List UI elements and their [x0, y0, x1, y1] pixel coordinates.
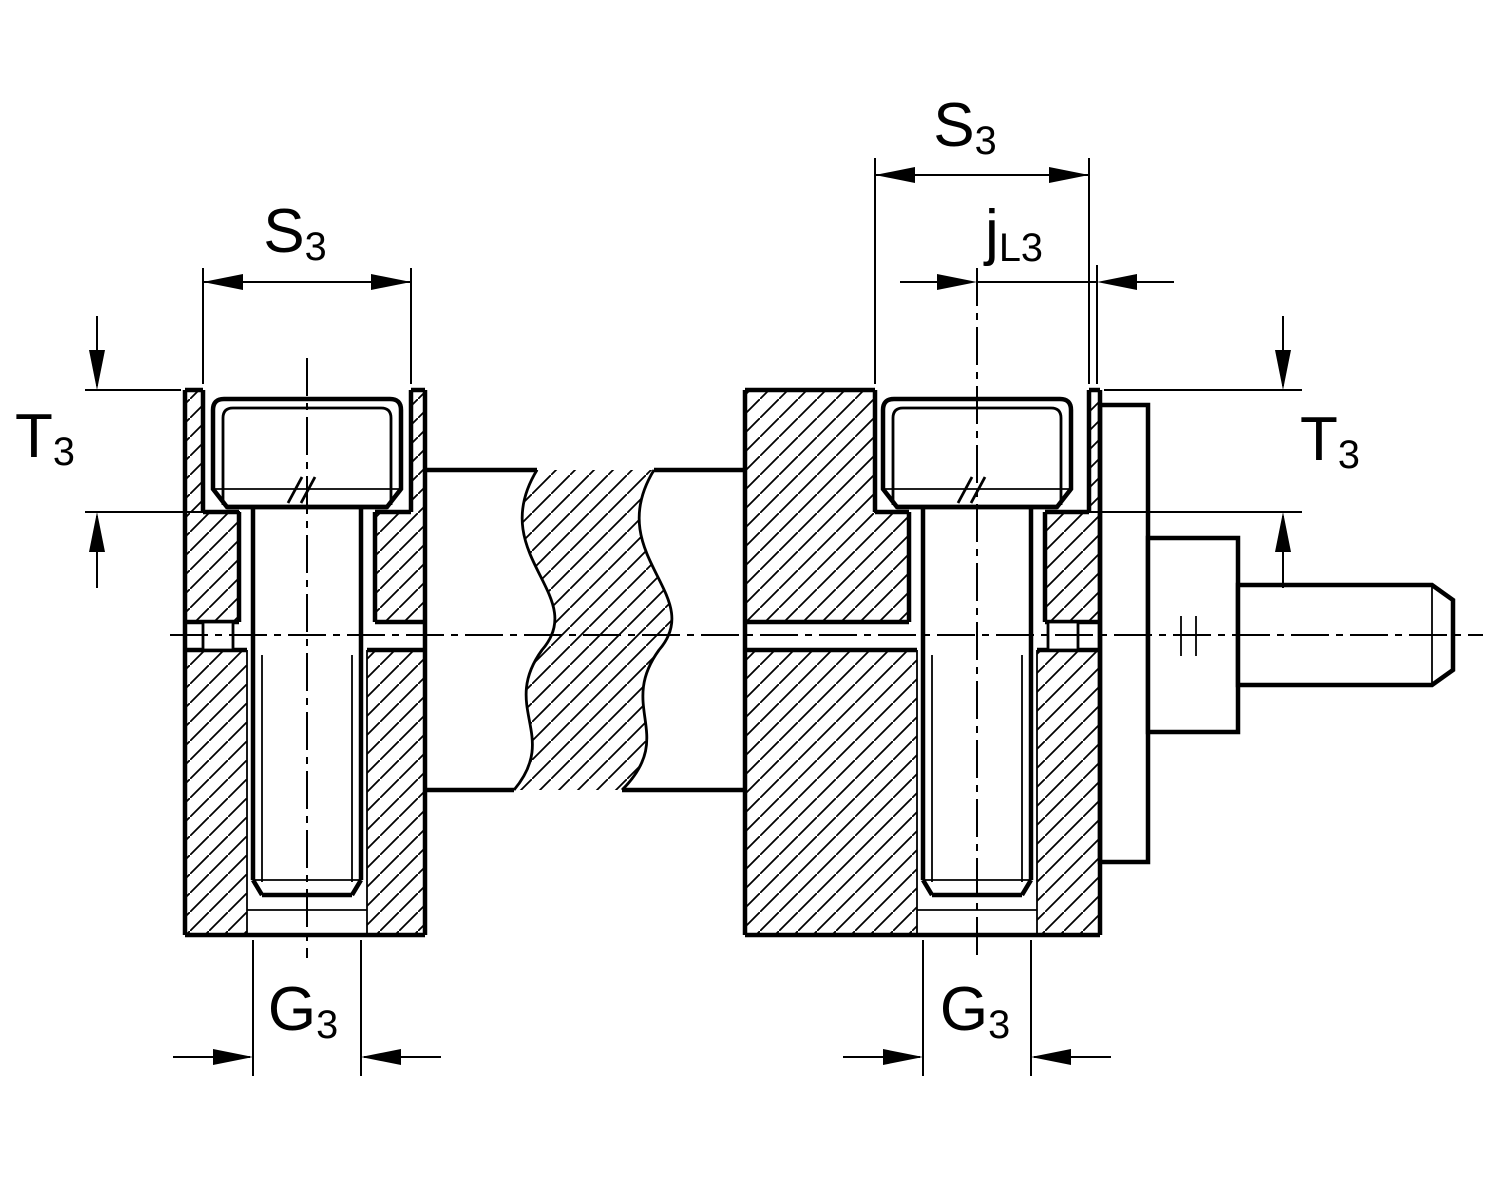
dim-label-g3-left: G3	[268, 979, 338, 1045]
shaft-broken-section	[425, 467, 745, 793]
dim-subscript: 3	[52, 429, 75, 474]
left-socket-screw	[210, 358, 404, 958]
break-line-right	[621, 469, 674, 791]
dim-letter: T	[15, 402, 53, 471]
dim-subscript: 3	[304, 224, 327, 269]
thread-mark	[956, 476, 974, 504]
dim-subscript: L3	[998, 225, 1043, 270]
dim-label-g3-right: G3	[940, 979, 1010, 1045]
dimension-s3-right	[874, 158, 1090, 384]
break-line-left	[512, 469, 557, 791]
dim-letter: G	[267, 975, 317, 1044]
dim-subscript: 3	[1337, 432, 1360, 477]
dim-label-s3-left: S3	[263, 201, 326, 267]
right-clamp-body	[742, 387, 1103, 938]
dimension-g3-left	[173, 940, 441, 1076]
dim-label-jl3-right: jL3	[985, 202, 1043, 268]
dim-letter: j	[985, 198, 999, 267]
dimension-s3-left	[202, 268, 412, 384]
dim-label-t3-right: T3	[1300, 409, 1360, 475]
dim-subscript: 3	[974, 118, 997, 163]
mounting-plate	[1097, 402, 1151, 865]
dimension-t3-left	[85, 316, 240, 588]
dim-letter: S	[933, 91, 975, 160]
dimension-t3-right	[1089, 316, 1302, 588]
dimension-jl3-right	[900, 265, 1174, 384]
dim-subscript: 3	[316, 1002, 339, 1047]
dim-subscript: 3	[988, 1002, 1011, 1047]
dim-letter: G	[939, 975, 989, 1044]
dim-label-t3-left: T3	[15, 406, 75, 472]
dimension-g3-right	[843, 940, 1111, 1076]
right-socket-screw	[880, 268, 1074, 958]
dim-letter: S	[263, 197, 305, 266]
dim-letter: T	[1300, 405, 1338, 474]
dim-label-s3-right: S3	[933, 95, 996, 161]
thread-mark	[286, 476, 304, 504]
